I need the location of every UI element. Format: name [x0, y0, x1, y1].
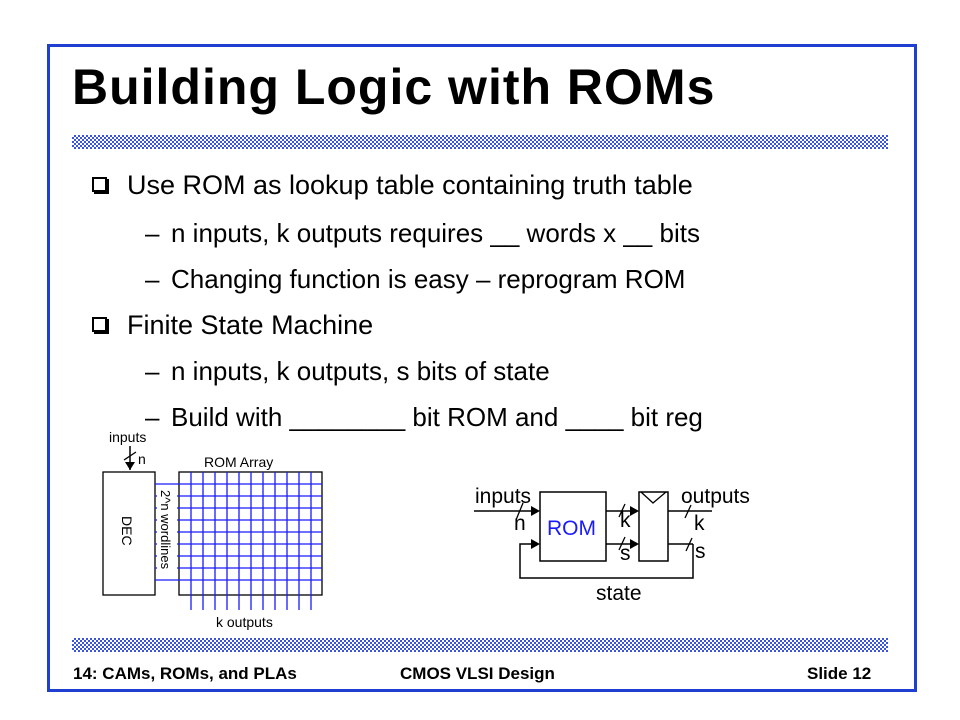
fsm-n-label: n — [514, 512, 526, 535]
rom-n-label: n — [138, 451, 146, 467]
state-label: state — [596, 582, 642, 605]
rom-k-label: k — [620, 509, 631, 532]
reg-s-label: s — [695, 540, 706, 563]
fsm-diagram: inputs n ROM k s outputs k s state — [474, 485, 750, 605]
bullet-item: Use ROM as lookup table containing truth… — [92, 170, 693, 201]
fsm-inputs-label: inputs — [475, 485, 531, 508]
footer-slide-number: Slide 12 — [807, 664, 872, 683]
rom-block-label: ROM — [547, 517, 596, 540]
rom-s-label: s — [620, 542, 631, 565]
rom-array-label: ROM Array — [204, 454, 273, 470]
wordline-grid — [155, 472, 322, 610]
rom-inputs-label: inputs — [109, 429, 146, 445]
slide-frame — [47, 44, 917, 692]
clock-triangle-icon — [640, 491, 667, 504]
rom-outputs-label: k outputs — [216, 614, 273, 630]
sub-bullet-item: –n inputs, k outputs, s bits of state — [145, 356, 550, 386]
footer-course: CMOS VLSI Design — [400, 664, 555, 683]
sub-bullet-item: –n inputs, k outputs requires __ words x… — [145, 218, 700, 248]
reg-k-label: k — [694, 512, 705, 535]
decoder-block — [102, 471, 156, 596]
checkbox-bullet-icon — [92, 317, 107, 332]
decoder-label: DEC — [119, 516, 135, 546]
bullet-item: Finite State Machine — [92, 310, 373, 341]
state-register — [638, 491, 669, 562]
title-divider — [72, 135, 888, 149]
state-feedback-wire — [519, 543, 694, 579]
sub-bullet-item: –Build with ________ bit ROM and ____ bi… — [145, 402, 703, 432]
footer-divider — [72, 638, 888, 652]
fsm-outputs-label: outputs — [681, 485, 750, 508]
rom-block — [539, 491, 607, 562]
checkbox-bullet-icon — [92, 177, 107, 192]
footer-lecture: 14: CAMs, ROMs, and PLAs — [73, 664, 297, 683]
sub-bullet-item: –Changing function is easy – reprogram R… — [145, 264, 686, 294]
wordlines-label: 2^n wordlines — [158, 490, 173, 570]
slide-title: Building Logic with ROMs — [72, 59, 716, 115]
rom-array-diagram: inputs n DEC ROM Array 2^n wordlines k o… — [102, 429, 323, 630]
